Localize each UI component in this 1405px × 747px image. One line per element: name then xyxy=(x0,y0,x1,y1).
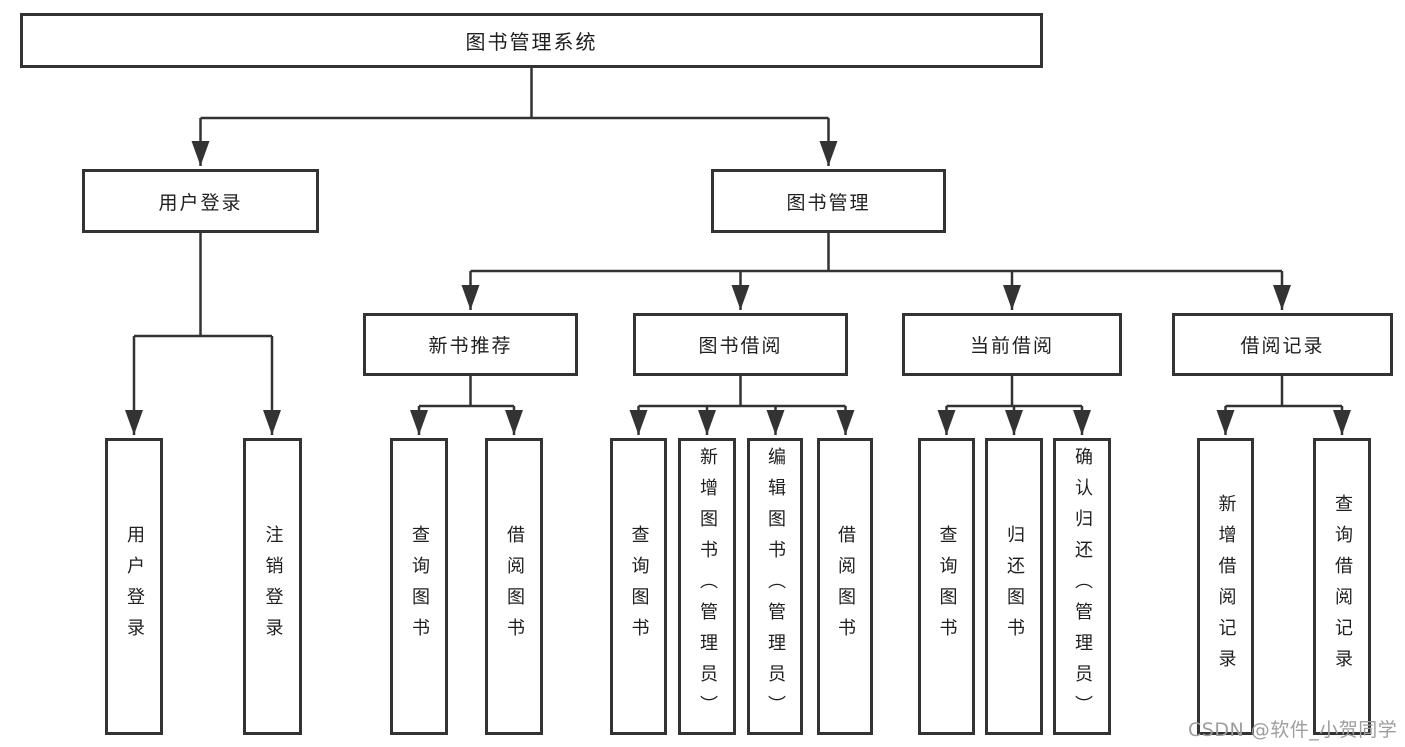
leaf-query-books-current: 查询图书 xyxy=(918,438,975,735)
edge-root-to-level2 xyxy=(191,68,838,166)
node-label: 图书管理系统 xyxy=(465,30,598,54)
leaf-add-books-admin: 新增图书（管理员） xyxy=(678,438,736,735)
node-library-management-system: 图书管理系统 xyxy=(20,13,1043,68)
leaf-borrow-books-recommend: 借阅图书 xyxy=(485,438,543,735)
csdn-watermark: CSDN @软件_小贺同学 xyxy=(1188,719,1398,741)
node-label: 查询图书 xyxy=(409,524,430,649)
leaf-confirm-return-admin: 确认归还（管理员） xyxy=(1053,438,1111,735)
node-label: 当前借阅 xyxy=(969,335,1054,357)
node-label: 编辑图书（管理员） xyxy=(765,447,786,726)
node-user-login: 用户登录 xyxy=(82,169,319,233)
edge-user-login-children xyxy=(125,233,281,435)
leaf-user-login: 用户登录 xyxy=(105,438,163,735)
edge-book-mgmt-children xyxy=(461,233,1291,310)
leaf-query-borrow-record: 查询借阅记录 xyxy=(1313,438,1371,735)
node-label: 确认归还（管理员） xyxy=(1072,447,1093,726)
edge-current-borrow-children xyxy=(937,376,1091,435)
edge-book-borrow-children xyxy=(629,376,855,435)
node-label: 图书管理 xyxy=(786,191,871,214)
node-label: 借阅图书 xyxy=(835,524,856,649)
leaf-logout: 注销登录 xyxy=(243,438,302,735)
leaf-query-books-recommend: 查询图书 xyxy=(390,438,448,735)
leaf-return-books: 归还图书 xyxy=(985,438,1043,735)
node-label: 查询借阅记录 xyxy=(1332,493,1353,680)
node-label: 新增图书（管理员） xyxy=(697,447,718,726)
node-label: 查询图书 xyxy=(936,524,958,649)
node-new-book-recommend: 新书推荐 xyxy=(363,313,578,376)
node-label: 用户登录 xyxy=(124,524,145,649)
node-label: 新增借阅记录 xyxy=(1215,493,1237,680)
node-label: 图书借阅 xyxy=(698,335,783,357)
node-book-borrowing: 图书借阅 xyxy=(633,313,848,376)
edge-new-rec-children xyxy=(410,376,523,435)
node-current-borrowing: 当前借阅 xyxy=(902,313,1122,376)
node-label: 借阅记录 xyxy=(1240,335,1325,357)
node-label: 归还图书 xyxy=(1004,524,1025,649)
node-label: 新书推荐 xyxy=(428,335,513,357)
node-label: 注销登录 xyxy=(262,524,284,649)
node-label: 查询图书 xyxy=(628,524,650,649)
node-book-management: 图书管理 xyxy=(711,169,946,233)
node-label: 借阅图书 xyxy=(504,524,525,649)
leaf-borrow-books: 借阅图书 xyxy=(817,438,873,735)
leaf-add-borrow-record: 新增借阅记录 xyxy=(1197,438,1254,735)
leaf-query-books-borrowing: 查询图书 xyxy=(610,438,667,735)
node-borrowing-records: 借阅记录 xyxy=(1172,313,1393,376)
edge-records-children xyxy=(1216,376,1351,435)
node-label: 用户登录 xyxy=(158,191,243,214)
leaf-edit-books-admin: 编辑图书（管理员） xyxy=(747,438,803,735)
